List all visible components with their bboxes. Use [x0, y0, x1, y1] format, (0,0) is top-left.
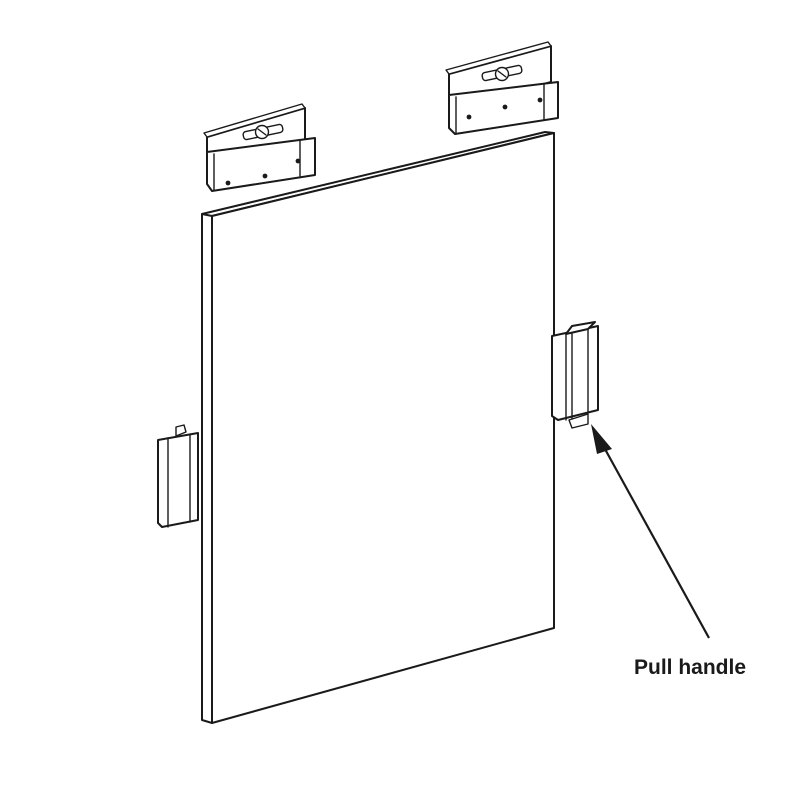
screw-hole — [262, 173, 268, 179]
wing-screw-icon — [481, 64, 523, 82]
wing-screw-icon — [242, 123, 284, 141]
screw-hole — [502, 104, 508, 110]
left-side-handle — [157, 424, 199, 528]
callout-arrow — [591, 424, 710, 639]
arrow-head-icon — [591, 424, 612, 454]
right-hinge-bracket — [445, 41, 559, 135]
pull-handle — [551, 321, 599, 429]
screw-hole — [295, 158, 301, 164]
screw-hole — [225, 180, 231, 186]
door-panel — [201, 131, 555, 724]
pull-handle-label: Pull handle — [633, 656, 746, 679]
screw-hole — [466, 114, 472, 120]
left-hinge-bracket — [203, 103, 316, 192]
screw-hole — [537, 97, 543, 103]
